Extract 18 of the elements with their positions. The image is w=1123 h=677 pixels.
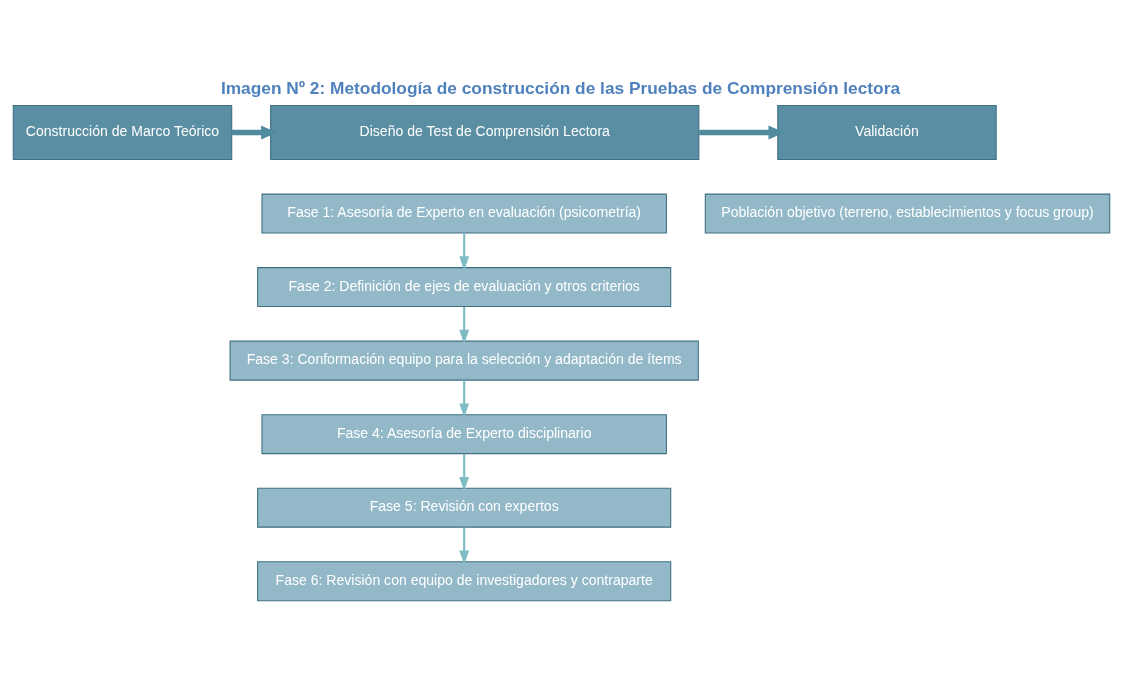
node-box: Fase 1: Asesoría de Experto en evaluación (psicometría): [261, 193, 667, 234]
arrow: [459, 306, 470, 344]
arrow: [231, 125, 278, 139]
node-box: Fase 3: Conformación equipo para la selección y adaptación de ítems: [229, 340, 699, 381]
arrow: [459, 527, 470, 565]
node-box: Validación: [777, 104, 997, 160]
arrow: [459, 453, 470, 491]
node-box: Fase 6: Revisión con equipo de investigadores y contraparte: [257, 560, 672, 601]
node-box: Construcción de Marco Teórico: [12, 104, 233, 160]
node-box: Población objetivo (terreno, establecimientos y focus group): [704, 193, 1111, 234]
node-box: Fase 5: Revisión con expertos: [257, 487, 672, 528]
arrow: [699, 125, 785, 139]
node-box: Fase 4: Asesoría de Experto disciplinario: [261, 413, 667, 454]
node-box: Diseño de Test de Comprensión Lectora: [270, 104, 700, 160]
arrow: [459, 232, 470, 270]
node-box: Fase 2: Definición de ejes de evaluación y otros criterios: [257, 266, 672, 307]
arrow: [459, 379, 470, 417]
diagram-title: Imagen Nº 2: Metodología de construcción de las Pruebas de Comprensión lectora: [220, 77, 901, 98]
